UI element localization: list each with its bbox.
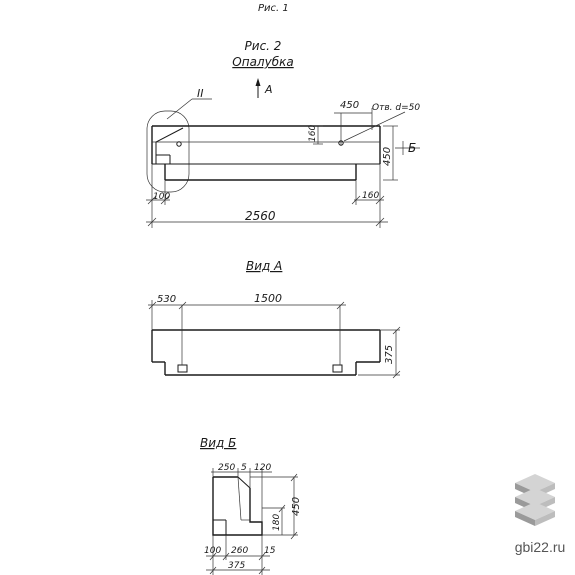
dim-2560: 2560 — [245, 209, 276, 223]
dim-120: 120 — [254, 463, 271, 473]
fig2-dimensions — [146, 108, 420, 228]
section-b-label: Б — [408, 141, 416, 155]
dim-1500: 1500 — [254, 292, 282, 305]
dim-15: 15 — [264, 546, 276, 556]
view-a-arrow-label: А — [264, 83, 273, 96]
dim-450-side: 450 — [382, 147, 393, 166]
dim-450-top: 450 — [340, 100, 359, 111]
watermark-text: gbi22.ru — [515, 539, 566, 555]
callout-ellipse — [146, 110, 190, 193]
dim-260: 260 — [231, 546, 248, 556]
dim-180: 180 — [272, 514, 282, 531]
dim-160-bottom: 160 — [362, 191, 379, 201]
dim-530: 530 — [157, 294, 176, 305]
dim-250: 250 — [218, 463, 235, 473]
view-a-arrow — [255, 78, 261, 98]
dim-160: 160 — [308, 125, 318, 142]
dim-100-b: 100 — [204, 546, 221, 556]
dim-375-b: 375 — [228, 561, 245, 571]
view-b-section — [212, 476, 263, 536]
beam-elevation — [151, 113, 381, 181]
fig2-subtitle: Опалубка — [232, 55, 293, 69]
header-fragment: Рис. 1 — [258, 3, 289, 14]
dim-375: 375 — [384, 345, 395, 364]
dim-450-b: 450 — [291, 497, 302, 516]
view-a-title: Вид А — [246, 259, 282, 273]
view-b-dimensions — [206, 468, 298, 575]
view-a-dimensions — [148, 300, 401, 379]
dim-5: 5 — [241, 463, 247, 473]
fig2-title: Рис. 2 — [245, 39, 282, 53]
view-b-title: Вид Б — [200, 436, 236, 450]
dim-100: 100 — [153, 192, 170, 202]
hole-note: Отв. d=50 — [372, 103, 420, 113]
gbi22-logo — [515, 474, 555, 526]
callout-leader — [166, 98, 193, 120]
callout-label: II — [197, 87, 204, 100]
view-a-outline — [151, 305, 381, 376]
